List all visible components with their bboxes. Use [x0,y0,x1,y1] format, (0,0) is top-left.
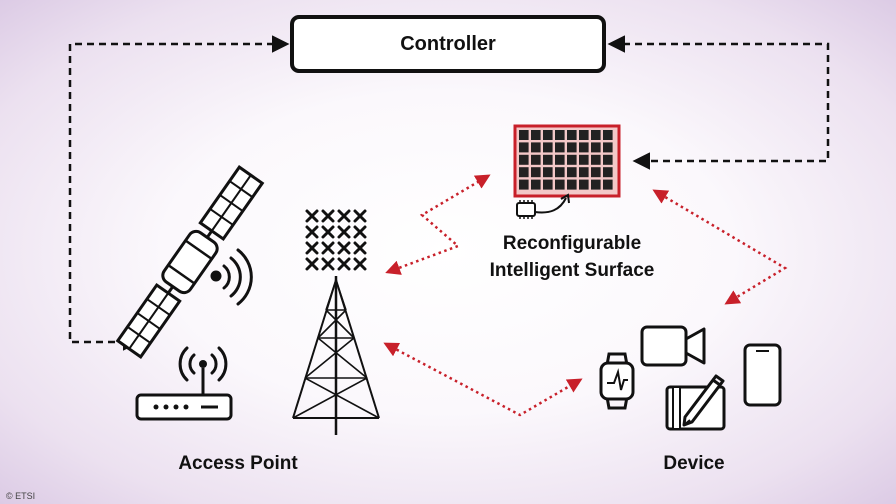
ris-cell [603,130,613,140]
antenna-element [321,225,335,239]
antenna-element [321,257,335,271]
ris-cell [555,142,565,153]
ris-cell [531,154,541,165]
ris-cell [579,167,589,178]
tower-ris-signal [385,174,491,275]
camera-icon [640,325,706,367]
ris-cell [567,154,577,165]
ris-cell [591,167,601,178]
ris-cell [519,154,529,165]
tower-icon [292,276,380,435]
ris-cell [591,142,601,153]
device-label: Device [663,453,725,474]
satellite-signal-waves [210,248,253,306]
antenna-element [305,241,319,255]
copyright-notice: © ETSI [6,491,36,501]
controller-label: Controller [400,32,496,55]
smartwatch-icon [599,352,635,410]
tower-device-signal [383,342,583,417]
ris-panel-icon [513,124,621,198]
antenna-element [337,209,351,223]
antenna-element [353,225,367,239]
ris-cell [531,167,541,178]
tablet-pen-icon [665,374,726,431]
router-icon [135,346,233,421]
ris-cell [519,130,529,140]
ris-cell [531,179,541,190]
ris-cell [579,179,589,190]
ris-cell [543,130,553,140]
ris-cell [555,130,565,140]
controller-box: Controller [290,15,606,73]
ris-cell [567,179,577,190]
ris-cell [543,167,553,178]
access-point-label: Access Point [178,453,298,474]
ris-cell [603,179,613,190]
antenna-element [353,257,367,271]
antenna-element [353,209,367,223]
ris-cell [531,142,541,153]
ris-cell [591,179,601,190]
antenna-element [321,209,335,223]
ris-cell [567,142,577,153]
ris-cell [555,167,565,178]
ris-cell [519,179,529,190]
ris-device-signal [652,189,788,305]
ris-cell [519,142,529,153]
antenna-element [337,225,351,239]
antenna-element [321,241,335,255]
antenna-element [305,209,319,223]
ris-label-line1: Reconfigurable [502,233,642,254]
satellite-icon [115,165,265,359]
ris-cell [543,154,553,165]
antenna-element [305,225,319,239]
ris-label: Reconfigurable Intelligent Surface [462,230,682,284]
ris-cell [567,167,577,178]
ris-cell [519,167,529,178]
ris-cell [567,130,577,140]
ris-cell [555,154,565,165]
controller-to-ris-link [607,35,830,170]
phone-icon [743,343,782,407]
antenna-array-icon [305,209,367,271]
ris-cell [603,167,613,178]
ris-cell [579,154,589,165]
antenna-element [337,257,351,271]
antenna-element [337,241,351,255]
chip-icon [516,193,570,219]
antenna-element [353,241,367,255]
antenna-element [305,257,319,271]
ris-cell [543,179,553,190]
ris-cell [543,142,553,153]
ris-cell [591,130,601,140]
controller-to-access-point-link [68,35,290,351]
ris-cell [555,179,565,190]
ris-cell [579,130,589,140]
ris-cell [603,142,613,153]
ris-cell [603,154,613,165]
ris-cell [579,142,589,153]
ris-label-line2: Intelligent Surface [489,260,655,281]
ris-cell [531,130,541,140]
ris-cell [591,154,601,165]
